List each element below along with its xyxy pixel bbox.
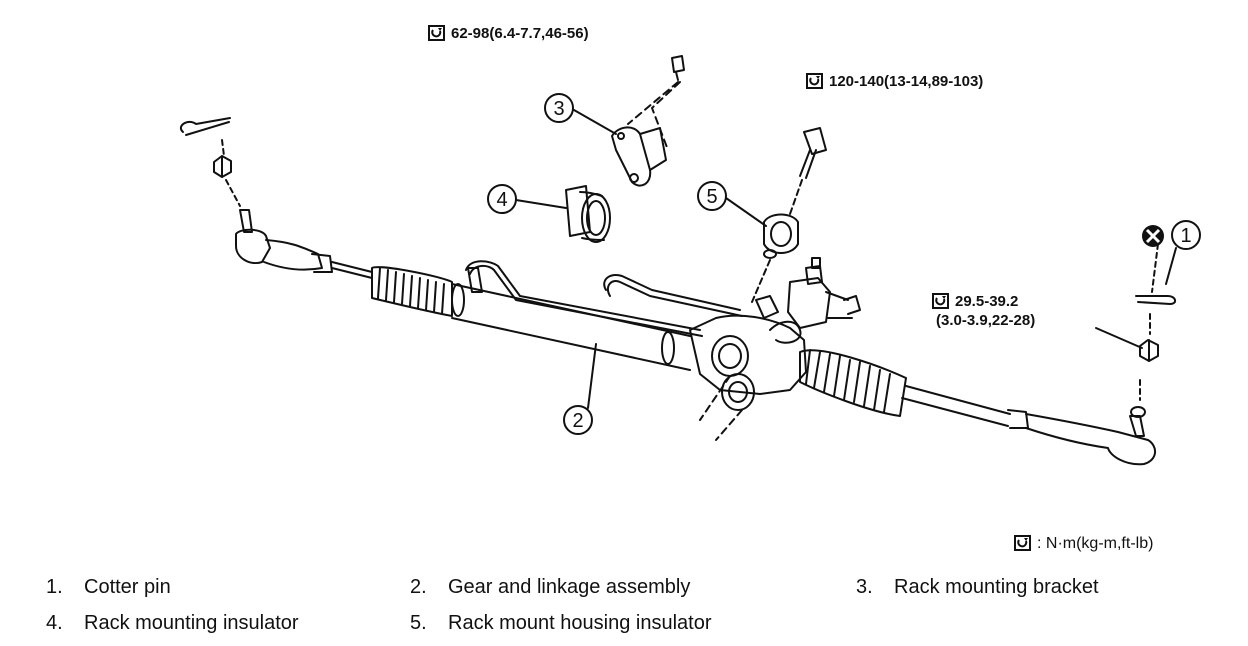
left-tie-rod-end bbox=[235, 209, 373, 279]
callout-2-circle bbox=[563, 405, 593, 435]
bracket-bolt-leader bbox=[627, 81, 681, 151]
legend-number: 2. bbox=[410, 576, 427, 598]
callout-1-label: 1 bbox=[1180, 225, 1191, 247]
legend-label: Rack mount housing insulator bbox=[448, 612, 712, 634]
torque-wrench-icon bbox=[428, 25, 445, 41]
torque-spec-housing-bolt: 120-140(13-14,89-103) bbox=[806, 72, 983, 91]
torque-value-tie-rod-nut-line2: (3.0-3.9,22-28) bbox=[936, 312, 1036, 329]
legend-item-5: 5. Rack mount housing insulator bbox=[410, 612, 711, 635]
legend-label: Rack mounting insulator bbox=[84, 612, 299, 634]
callout-2-label: 2 bbox=[572, 410, 583, 432]
callout-3-circle bbox=[544, 93, 574, 123]
callout-5-circle bbox=[697, 181, 727, 211]
legend-label: Cotter pin bbox=[84, 576, 171, 598]
right-tie-rod bbox=[901, 385, 1156, 466]
rack-mounting-bracket bbox=[611, 126, 667, 187]
do-not-reuse-icon bbox=[1142, 225, 1164, 247]
housing-insulator-leader bbox=[751, 259, 771, 303]
bracket-bolt bbox=[671, 55, 685, 81]
torque-value-bracket-bolt: 62-98(6.4-7.7,46-56) bbox=[451, 25, 589, 42]
left-boot bbox=[371, 266, 453, 317]
callout-5-label: 5 bbox=[706, 186, 717, 208]
torque-value-tie-rod-nut-line1: 29.5-39.2 bbox=[955, 293, 1019, 310]
housing-bolt bbox=[799, 127, 827, 179]
legend-number: 4. bbox=[46, 612, 63, 634]
torque-spec-tie-rod-nut: 29.5-39.2 (3.0-3.9,22-28) bbox=[932, 292, 1035, 330]
right-cotter-pin bbox=[1135, 243, 1176, 305]
torque-value-housing-bolt: 120-140(13-14,89-103) bbox=[829, 73, 984, 90]
left-pin-leader bbox=[221, 139, 225, 157]
legend-label: Rack mounting bracket bbox=[894, 576, 1099, 598]
units-note: : N·m(kg-m,ft-lb) bbox=[1014, 534, 1153, 553]
units-note-text: : N·m(kg-m,ft-lb) bbox=[1037, 535, 1154, 552]
legend-number: 1. bbox=[46, 576, 63, 598]
torque-wrench-icon bbox=[806, 73, 823, 89]
legend-item-3: 3. Rack mounting bracket bbox=[856, 576, 1099, 599]
torque-wrench-icon bbox=[1014, 535, 1031, 551]
torque-wrench-icon bbox=[932, 293, 949, 309]
callout-leaders bbox=[515, 109, 1177, 409]
callout-4-circle bbox=[487, 184, 517, 214]
insulator-leaders bbox=[699, 375, 743, 441]
torque-spec-bracket-bolt: 62-98(6.4-7.7,46-56) bbox=[428, 24, 589, 43]
legend-item-4: 4. Rack mounting insulator bbox=[46, 612, 299, 635]
legend-number: 3. bbox=[856, 576, 873, 598]
housing-insulator bbox=[763, 213, 799, 259]
hydraulic-lines bbox=[465, 260, 743, 337]
callout-4-label: 4 bbox=[496, 189, 507, 211]
left-nut-leader bbox=[225, 179, 241, 207]
left-cotter-pin bbox=[179, 117, 231, 136]
rack-mounting-insulator bbox=[565, 185, 611, 243]
legend-number: 5. bbox=[410, 612, 427, 634]
right-castle-nut bbox=[1139, 339, 1159, 362]
legend-item-2: 2. Gear and linkage assembly bbox=[410, 576, 690, 599]
left-castle-nut bbox=[213, 155, 232, 178]
steering-gear-exploded-diagram: 3 4 5 2 1 bbox=[179, 55, 1201, 466]
legend-item-1: 1. Cotter pin bbox=[46, 576, 171, 599]
right-boot bbox=[799, 349, 907, 417]
callout-1-circle bbox=[1171, 220, 1201, 250]
callout-3-label: 3 bbox=[553, 98, 564, 120]
legend-label: Gear and linkage assembly bbox=[448, 576, 691, 598]
housing-bolt-leader bbox=[789, 179, 803, 215]
